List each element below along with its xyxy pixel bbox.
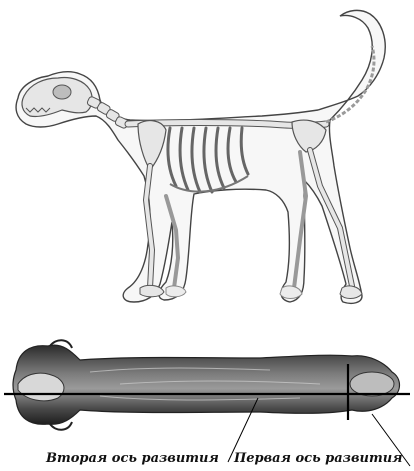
dog-top-view-illustration — [4, 340, 410, 466]
front-paw — [140, 285, 164, 296]
dog-body-outline — [16, 10, 385, 303]
dog-skeleton-illustration — [16, 10, 385, 303]
second-axis-label: Вторая ось развития — [46, 451, 219, 467]
top-view-body — [13, 345, 400, 424]
first-axis-label: Первая ось развития — [234, 451, 403, 467]
top-view-tail — [350, 372, 394, 396]
eye-socket — [53, 85, 71, 99]
